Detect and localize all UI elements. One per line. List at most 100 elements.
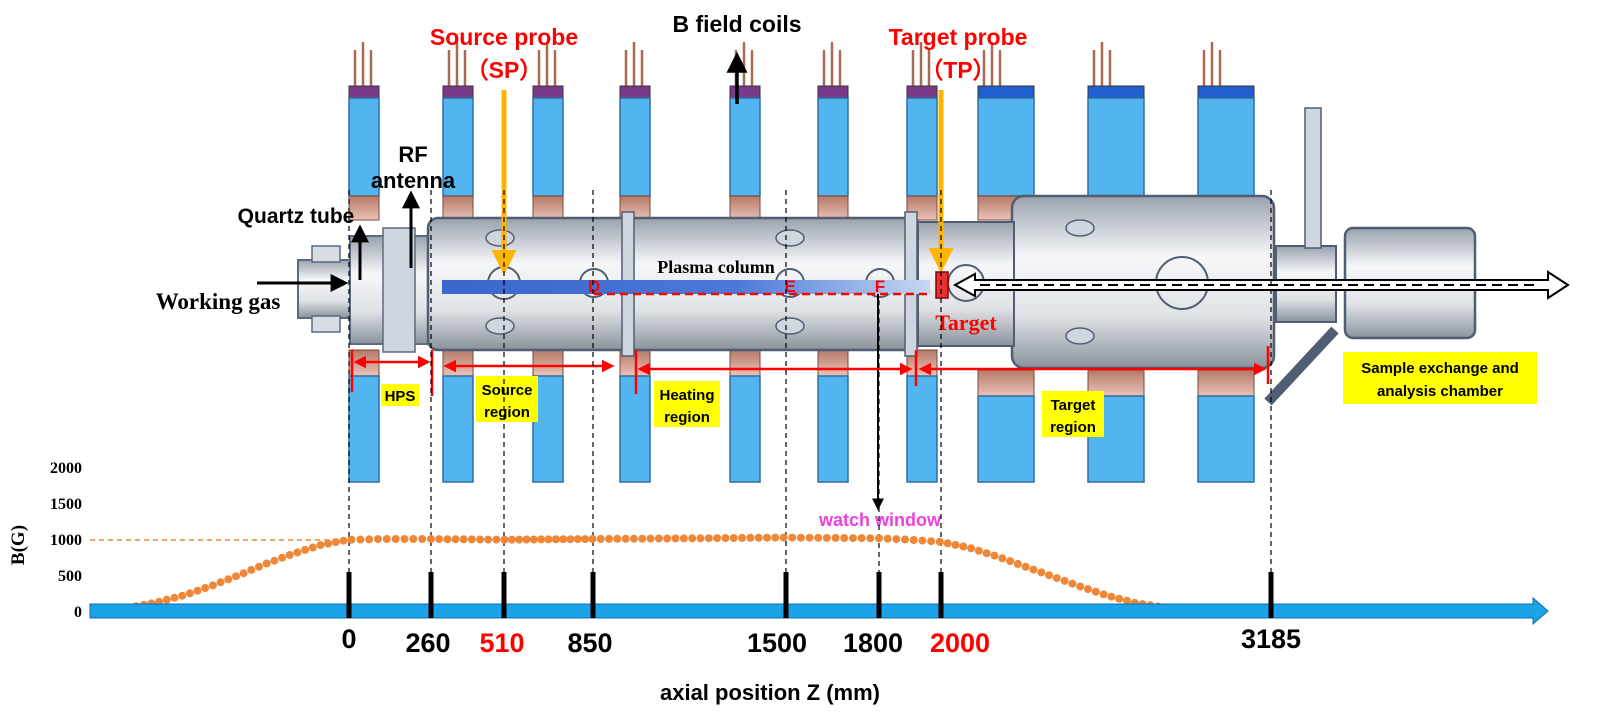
inlet-flange-top <box>311 245 341 263</box>
port-dome-5 <box>1065 219 1095 237</box>
b-point-112 <box>998 554 1007 563</box>
pos-label-1500: 1500 <box>747 628 807 658</box>
pos-tick-0 <box>346 572 352 618</box>
hps-highlight <box>381 384 419 406</box>
target-holder <box>935 271 949 299</box>
b-point-107 <box>959 542 968 551</box>
pos-label-0: 0 <box>341 624 356 654</box>
b-point-78 <box>713 534 722 543</box>
b-point-61 <box>573 535 582 544</box>
b-point-27 <box>301 545 310 554</box>
b-point-63 <box>588 535 597 543</box>
b-point-127 <box>1115 594 1124 603</box>
b-point-14 <box>201 584 210 592</box>
source-region-label-2: region <box>484 404 530 421</box>
plasma-column-label: Plasma column <box>657 257 775 277</box>
b-point-56 <box>537 535 546 544</box>
b-point-66 <box>613 534 622 543</box>
pos-label-850: 850 <box>567 628 612 658</box>
coil-top-6 <box>817 42 849 221</box>
b-point-69 <box>638 534 647 543</box>
point-e-label: E <box>784 277 795 296</box>
b-tick-1500: 1500 <box>50 496 82 513</box>
target-region-label-2: region <box>1050 419 1096 436</box>
position-guides <box>348 190 1272 572</box>
b-point-126 <box>1107 592 1116 601</box>
b-point-46 <box>459 535 468 544</box>
b-point-18 <box>232 572 240 581</box>
b-point-113 <box>1006 557 1015 566</box>
b-point-47 <box>467 535 476 544</box>
b-point-20 <box>247 565 256 574</box>
pos-tick-1500 <box>783 572 789 618</box>
b-point-97 <box>875 534 883 543</box>
b-point-25 <box>285 551 294 559</box>
b-point-91 <box>822 533 831 542</box>
target-label: Target <box>935 310 997 335</box>
sample-chamber-label-1: Sample exchange and <box>1361 360 1519 377</box>
b-point-53 <box>515 535 524 544</box>
coil-bottom-10 <box>1197 369 1255 483</box>
pos-label-1800: 1800 <box>843 628 903 658</box>
b-point-17 <box>224 575 233 584</box>
b-point-60 <box>566 535 575 544</box>
b-point-114 <box>1013 559 1022 568</box>
b-point-109 <box>974 546 983 555</box>
b-point-115 <box>1021 562 1030 571</box>
b-point-23 <box>270 556 279 565</box>
b-point-64 <box>596 534 605 543</box>
b-point-42 <box>427 535 435 543</box>
b-point-13 <box>193 586 202 595</box>
b-point-11 <box>178 591 187 600</box>
source-probe-label: Source probe <box>430 24 578 50</box>
b-point-41 <box>418 535 427 543</box>
b-point-86 <box>779 533 788 542</box>
b-point-73 <box>671 534 680 543</box>
pos-label-260: 260 <box>405 628 450 658</box>
b-point-100 <box>901 535 909 544</box>
b-point-106 <box>951 540 960 549</box>
x-axis-label: axial position Z (mm) <box>660 680 880 705</box>
b-point-84 <box>763 533 771 542</box>
linear-transfer-arrow <box>952 270 1570 300</box>
b-point-117 <box>1037 568 1046 577</box>
port-dome-1 <box>485 229 515 247</box>
b-point-49 <box>484 535 493 544</box>
b-point-44 <box>443 535 452 544</box>
b-point-72 <box>663 534 672 543</box>
b-point-105 <box>943 539 952 548</box>
coil-top-1 <box>348 42 380 221</box>
b-tick-500: 500 <box>58 568 82 585</box>
coil-bottom-2 <box>442 349 474 483</box>
pos-tick-3185 <box>1268 572 1274 618</box>
b-point-51 <box>500 535 509 544</box>
b-point-121 <box>1068 579 1077 588</box>
point-f-label: F <box>875 277 885 296</box>
b-point-95 <box>857 534 866 543</box>
b-point-76 <box>696 534 705 543</box>
b-point-98 <box>883 534 892 543</box>
coil-top-9 <box>1087 42 1145 221</box>
gas-inlet-cross <box>297 259 354 319</box>
b-point-96 <box>866 534 875 543</box>
b-point-35 <box>365 535 374 544</box>
b-point-71 <box>654 534 663 543</box>
b-point-45 <box>451 535 460 544</box>
b-point-36 <box>374 535 382 544</box>
b-tick-0: 0 <box>74 604 82 621</box>
coil-top-2 <box>442 42 474 221</box>
b-point-92 <box>831 533 840 542</box>
b-point-39 <box>400 535 409 543</box>
b-tick-1000: 1000 <box>50 532 82 549</box>
b-point-77 <box>704 534 713 543</box>
b-point-33 <box>347 535 356 544</box>
b-point-58 <box>551 535 560 544</box>
b-point-83 <box>754 533 763 542</box>
heating-region-label-2: region <box>664 409 710 426</box>
rf-label: RF <box>398 142 427 167</box>
b-point-67 <box>621 534 630 543</box>
vertical-manipulator <box>1304 107 1322 249</box>
working-gas-label: Working gas <box>156 289 281 314</box>
